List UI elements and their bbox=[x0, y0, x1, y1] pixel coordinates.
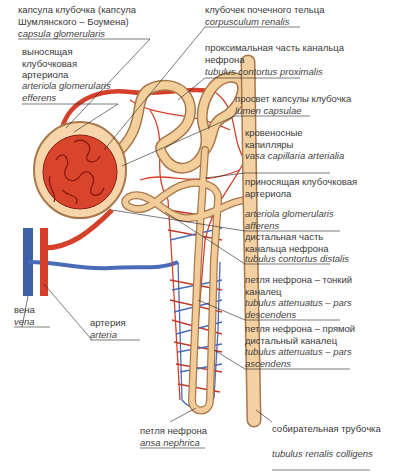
russian-label: проксимальная часть канальца нефрона bbox=[205, 42, 355, 65]
latin-label: corpusculum renalis bbox=[205, 16, 395, 28]
latin-label: arteria bbox=[90, 329, 150, 341]
latin-label: arteriola glomerularis efferens bbox=[22, 80, 126, 103]
latin-label: tubulus contortus proximalis bbox=[205, 66, 395, 78]
glomerulus bbox=[43, 135, 117, 209]
leader-line bbox=[22, 104, 118, 132]
russian-label: вена bbox=[14, 304, 74, 316]
proximal-tubule-outline bbox=[120, 77, 243, 168]
russian-label: просвет капсулы клубочка bbox=[235, 93, 395, 105]
russian-label: кровеносные капилляры bbox=[245, 127, 345, 150]
russian-label: петля нефрона – прямой дистальный канале… bbox=[245, 323, 370, 346]
proximal-tubule bbox=[120, 77, 243, 168]
latin-label: tubulus attenuatus – pars ascendens bbox=[245, 346, 360, 369]
latin-label: tubulus contortus distalis bbox=[245, 253, 395, 265]
russian-label: артерия bbox=[90, 317, 150, 329]
russian-label: капсула клубочка (капсула Шумлянского – … bbox=[18, 4, 158, 27]
russian-label: петля нефрона bbox=[140, 425, 240, 437]
russian-label: клубочек почечного тельца bbox=[205, 4, 395, 16]
loop-of-henle bbox=[125, 150, 248, 411]
latin-label: arteriola glomerularis afferens bbox=[245, 208, 360, 231]
renal-corpuscle bbox=[34, 122, 126, 218]
tubules bbox=[120, 62, 254, 420]
latin-label: capsula glomerularis bbox=[18, 28, 158, 40]
capillary-network bbox=[130, 92, 245, 408]
artery bbox=[40, 228, 48, 296]
latin-label: ansa nephrica bbox=[140, 437, 240, 449]
russian-label: петля нефрона – тонкий каналец bbox=[245, 274, 360, 297]
vein-branch bbox=[28, 262, 178, 268]
glomerular-loops bbox=[49, 140, 104, 204]
latin-label: vena bbox=[14, 316, 74, 328]
glomerular-capsule bbox=[34, 122, 126, 218]
russian-label: приносящая клубочковая артериола bbox=[245, 176, 360, 199]
loop-outline bbox=[125, 150, 248, 411]
latin-label: vasa capillaria arterialia bbox=[245, 150, 345, 162]
russian-label: собирательная трубочка bbox=[272, 423, 382, 435]
leader-line bbox=[18, 39, 150, 128]
leader-line bbox=[256, 410, 370, 470]
latin-label: lumen capsulae bbox=[235, 105, 395, 117]
russian-label: выносящая клубочковая артериола bbox=[22, 46, 126, 81]
latin-label: tubulus attenuatus – pars descendens bbox=[245, 297, 360, 320]
latin-label: tubulus renalis colligens bbox=[272, 448, 382, 460]
russian-label: дистальная часть канальца нефрона bbox=[245, 231, 360, 254]
